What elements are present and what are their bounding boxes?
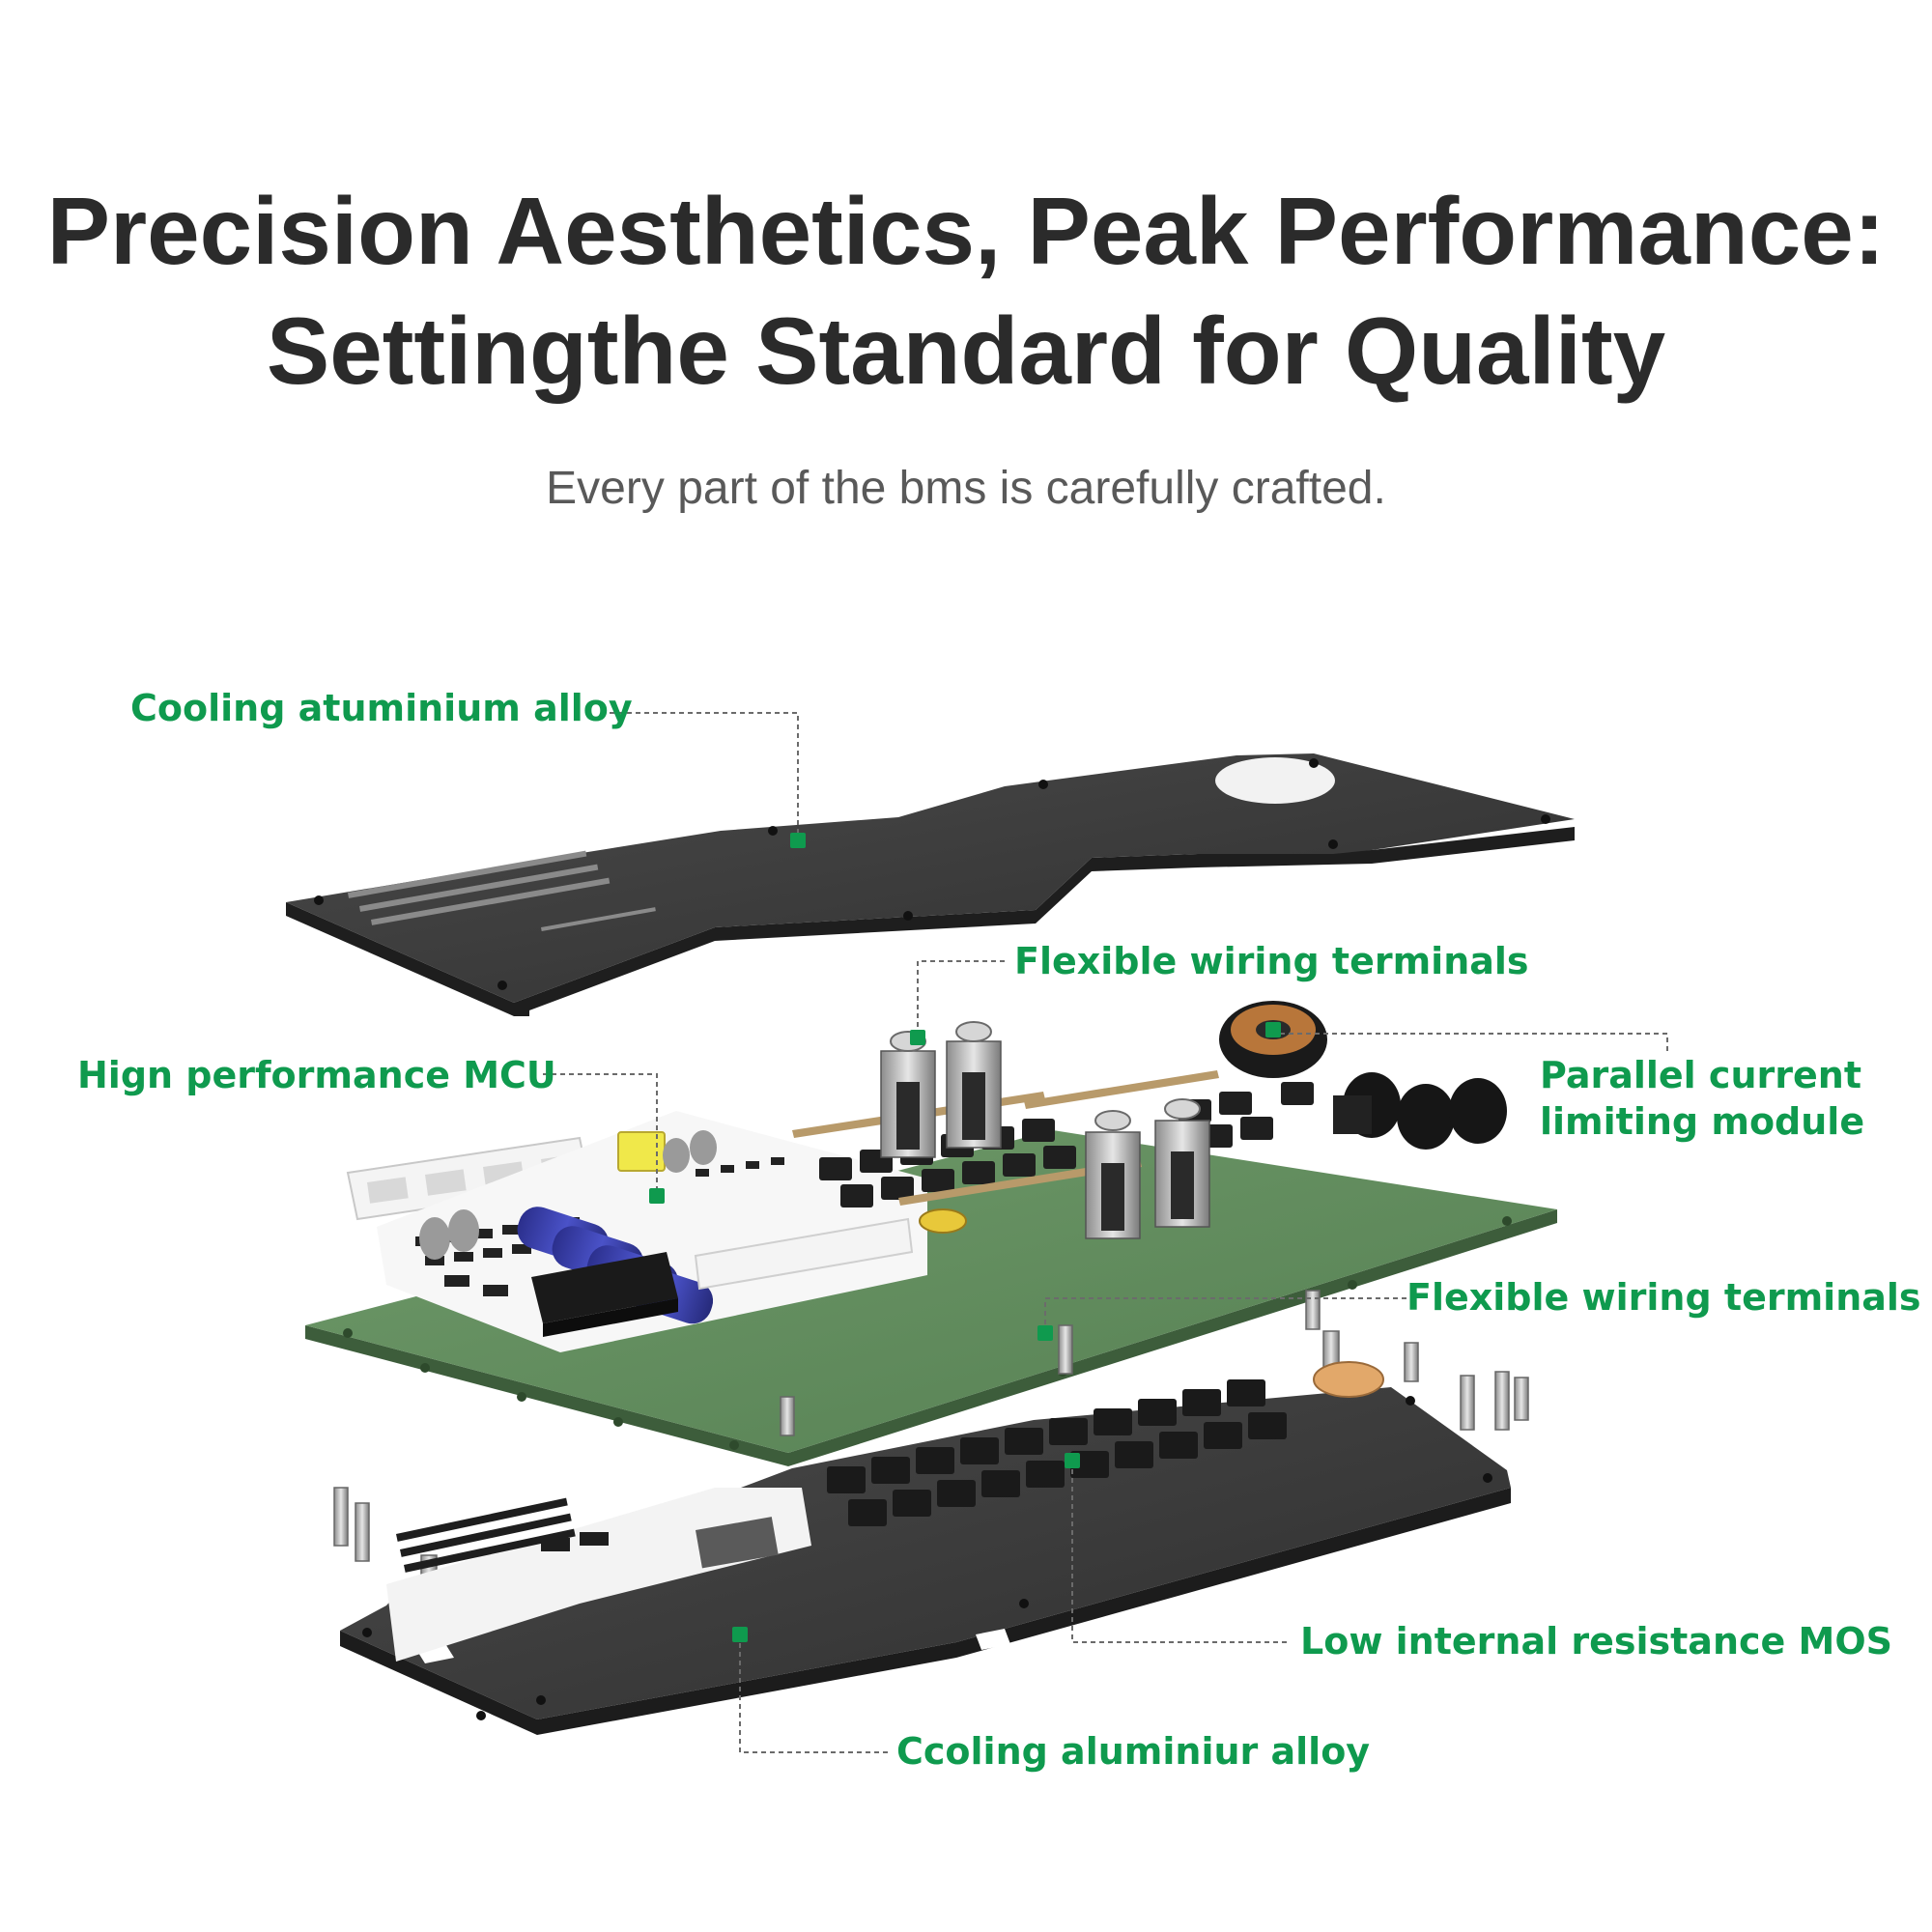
- current-limiting-cylinders: [1333, 1072, 1507, 1150]
- top-plate-cutout: [1215, 757, 1335, 804]
- marker-flex-top: [910, 1030, 925, 1045]
- page-title-line1: Precision Aesthetics, Peak Performance:: [46, 178, 1886, 284]
- bottom-cooling-plate: [340, 1361, 1511, 1735]
- leader-flex-mid: [1044, 1297, 1406, 1333]
- leader-cooling-bottom: [739, 1634, 891, 1753]
- coin-cell: [919, 1208, 967, 1234]
- page-subtitle: Every part of the bms is carefully craft…: [546, 463, 1386, 514]
- pcb-surface: [305, 1130, 1557, 1453]
- bottom-plate-surface: [340, 1387, 1511, 1719]
- callout-flex-terminals-top: Flexible wiring terminals: [1014, 940, 1529, 982]
- callout-markers: [649, 833, 1281, 1642]
- leader-parallel: [1272, 1032, 1668, 1055]
- callout-mos: Low internal resistance MOS: [1300, 1620, 1893, 1662]
- marker-cooling-bottom: [732, 1627, 748, 1642]
- callout-parallel-line2: limiting module: [1540, 1099, 1865, 1143]
- leader-mcu: [543, 1073, 658, 1196]
- top-plate-surface: [286, 753, 1575, 1003]
- callout-flex-terminals-mid: Flexible wiring terminals: [1406, 1276, 1921, 1319]
- leader-flex-top: [917, 960, 1005, 1037]
- marker-parallel: [1265, 1022, 1281, 1037]
- marker-mos: [1065, 1453, 1080, 1468]
- callout-cooling-top: Cooling atuminium alloy: [130, 687, 633, 729]
- top-cooling-plate: [286, 753, 1575, 1016]
- toroid-inductor: [1219, 1001, 1327, 1078]
- callout-parallel-module: Parallel current limiting module: [1540, 1053, 1864, 1145]
- page-title-line2: Settingthe Standard for Quality: [266, 298, 1666, 404]
- mosfet-array-bottom: [827, 1379, 1287, 1526]
- wiring-terminal-blocks: [880, 1021, 1210, 1239]
- marker-mcu: [649, 1188, 665, 1204]
- marker-flex-mid: [1037, 1325, 1053, 1341]
- marker-cooling-top: [790, 833, 806, 848]
- main-pcb-board: [305, 1001, 1557, 1466]
- callout-parallel-line1: Parallel current: [1540, 1054, 1861, 1096]
- callout-cooling-bottom: Ccoling aluminiur alloy: [896, 1730, 1371, 1773]
- leader-cooling-top: [601, 712, 799, 840]
- callout-mcu: Hign performance MCU: [77, 1054, 556, 1096]
